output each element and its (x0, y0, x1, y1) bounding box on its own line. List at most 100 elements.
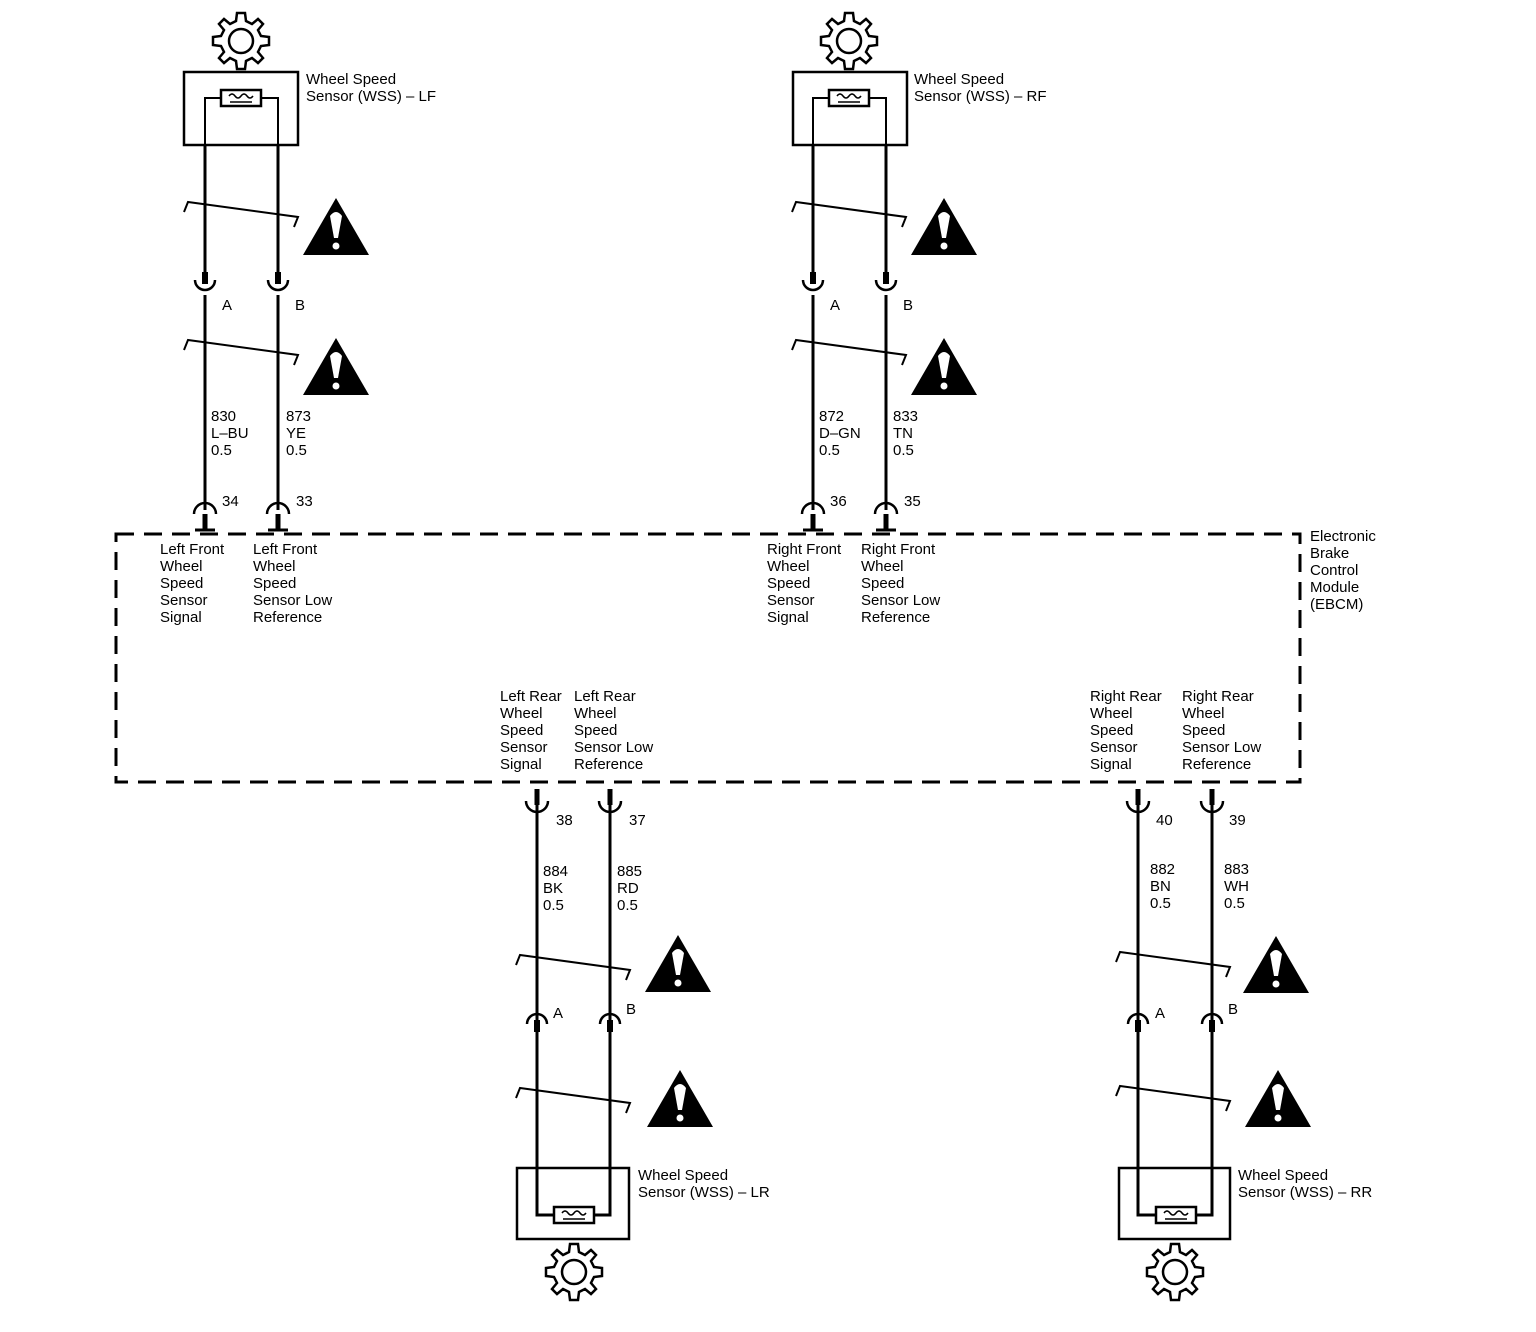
terminal-label-rr-signal: Right Rear Wheel Speed Sensor Signal (1090, 688, 1162, 773)
sensor-lr-housing (515, 1166, 631, 1241)
terminal-label-lf-low: Left Front Wheel Speed Sensor Low Refere… (253, 541, 332, 626)
caution-triangle-icon (1245, 1070, 1311, 1127)
sensor-rr: Wheel Speed Sensor (WSS) – RR (1117, 1166, 1372, 1302)
svg-text:(EBCM): (EBCM) (1310, 596, 1363, 613)
wire-gauge: 0.5 (211, 442, 232, 459)
wire-color: BN (1150, 878, 1171, 895)
wire-gauge: 0.5 (617, 897, 638, 914)
sensor-lf: Wheel Speed Sensor (WSS) – LF (182, 11, 436, 147)
connector-pin-b: B (626, 1001, 636, 1018)
svg-text:Reference: Reference (861, 609, 930, 626)
svg-text:Right Front: Right Front (861, 541, 936, 558)
harness-lf: A B 830 L–BU 0.5 873 YE 0.5 34 33 (183, 145, 369, 530)
svg-text:Module: Module (1310, 579, 1359, 596)
ebcm-pin-number: 36 (830, 493, 847, 510)
gear-icon (211, 11, 271, 71)
svg-text:Sensor Low: Sensor Low (253, 592, 332, 609)
svg-text:Wheel: Wheel (1090, 705, 1133, 722)
connector-pin-b: B (903, 297, 913, 314)
harness-rr: 40 39 882 BN 0.5 883 WH 0.5 A B (1115, 789, 1311, 1213)
twisted-pair-icon (791, 200, 908, 228)
sensor-lf-subtitle: Sensor (WSS) – LF (306, 88, 436, 105)
terminal-label-rf-signal: Right Front Wheel Speed Sensor Signal (767, 541, 842, 626)
wire-color: L–BU (211, 425, 249, 442)
wire-circuit: 885 (617, 863, 642, 880)
svg-text:Signal: Signal (1090, 756, 1132, 773)
svg-text:Speed: Speed (574, 722, 617, 739)
svg-text:Wheel: Wheel (574, 705, 617, 722)
svg-text:Sensor Low: Sensor Low (1182, 739, 1261, 756)
svg-text:Sensor: Sensor (767, 592, 815, 609)
wire-circuit: 884 (543, 863, 568, 880)
svg-text:Sensor: Sensor (160, 592, 208, 609)
wire-gauge: 0.5 (893, 442, 914, 459)
twisted-pair-icon (515, 953, 632, 981)
ebcm-pin-number: 40 (1156, 812, 1173, 829)
caution-triangle-icon (1243, 936, 1309, 993)
svg-text:Speed: Speed (160, 575, 203, 592)
svg-text:Wheel: Wheel (1182, 705, 1225, 722)
svg-text:Signal: Signal (500, 756, 542, 773)
ebcm-pin-number: 39 (1229, 812, 1246, 829)
svg-text:Sensor Low: Sensor Low (861, 592, 940, 609)
svg-text:Brake: Brake (1310, 545, 1349, 562)
sensor-lr-subtitle: Sensor (WSS) – LR (638, 1184, 770, 1201)
svg-text:Sensor Low: Sensor Low (574, 739, 653, 756)
wire-gauge: 0.5 (286, 442, 307, 459)
sensor-rf-title: Wheel Speed (914, 71, 1004, 88)
svg-text:Signal: Signal (767, 609, 809, 626)
svg-text:Left Front: Left Front (253, 541, 318, 558)
wire-color: WH (1224, 878, 1249, 895)
terminal-label-lr-low: Left Rear Wheel Speed Sensor Low Referen… (574, 688, 653, 773)
wire-circuit: 873 (286, 408, 311, 425)
gear-icon (819, 11, 879, 71)
wire-gauge: 0.5 (543, 897, 564, 914)
wire-circuit: 882 (1150, 861, 1175, 878)
svg-text:Speed: Speed (1090, 722, 1133, 739)
sensor-lf-title: Wheel Speed (306, 71, 396, 88)
connector-icon (876, 272, 896, 290)
connector-pin-a: A (553, 1005, 563, 1022)
connector-icon (803, 272, 823, 290)
sensor-rf: Wheel Speed Sensor (WSS) – RF (791, 11, 1047, 147)
caution-triangle-icon (645, 935, 711, 992)
terminal-label-rr-low: Right Rear Wheel Speed Sensor Low Refere… (1182, 688, 1261, 773)
sensor-rf-housing (791, 70, 909, 147)
sensor-rf-subtitle: Sensor (WSS) – RF (914, 88, 1047, 105)
sensor-element-icon (219, 88, 263, 108)
svg-text:Reference: Reference (253, 609, 322, 626)
svg-text:Reference: Reference (574, 756, 643, 773)
svg-text:Speed: Speed (767, 575, 810, 592)
wire-color: TN (893, 425, 913, 442)
ebcm-boundary (114, 532, 1302, 784)
twisted-pair-icon (183, 338, 300, 366)
wire-circuit: 830 (211, 408, 236, 425)
svg-text:Wheel: Wheel (861, 558, 904, 575)
svg-text:Sensor: Sensor (1090, 739, 1138, 756)
svg-text:Wheel: Wheel (500, 705, 543, 722)
twisted-pair-icon (791, 338, 908, 366)
svg-text:Left Rear: Left Rear (500, 688, 562, 705)
svg-text:Speed: Speed (500, 722, 543, 739)
gear-icon (544, 1242, 604, 1302)
terminal-label-lf-signal: Left Front Wheel Speed Sensor Signal (160, 541, 225, 626)
connector-pin-a: A (222, 297, 232, 314)
svg-text:Left Front: Left Front (160, 541, 225, 558)
connector-icon (195, 272, 215, 290)
wire-gauge: 0.5 (819, 442, 840, 459)
svg-text:Left Rear: Left Rear (574, 688, 636, 705)
connector-pin-a: A (1155, 1005, 1165, 1022)
svg-text:Reference: Reference (1182, 756, 1251, 773)
svg-text:Right Rear: Right Rear (1090, 688, 1162, 705)
sensor-element-icon (552, 1205, 596, 1225)
svg-text:Right Front: Right Front (767, 541, 842, 558)
gear-icon (1145, 1242, 1205, 1302)
ebcm-pin-number: 34 (222, 493, 239, 510)
wire-gauge: 0.5 (1150, 895, 1171, 912)
svg-text:Wheel: Wheel (767, 558, 810, 575)
svg-text:Speed: Speed (253, 575, 296, 592)
ebcm-pin-number: 38 (556, 812, 573, 829)
ebcm-label: Electronic Brake Control Module (EBCM) (1310, 528, 1376, 613)
wire-circuit: 883 (1224, 861, 1249, 878)
